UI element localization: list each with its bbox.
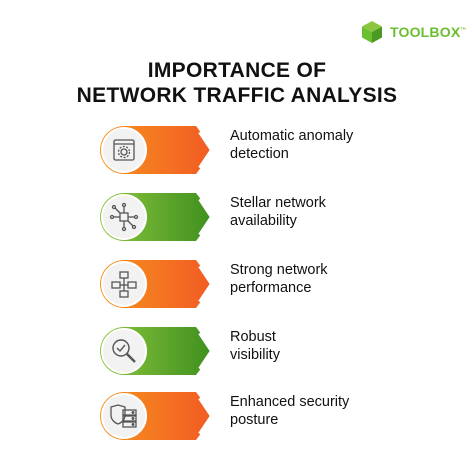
benefit-item: Strong network performance xyxy=(96,256,436,312)
arrow-badge xyxy=(100,260,214,308)
benefit-label: Automatic anomaly detection xyxy=(230,128,354,162)
benefit-item: Enhanced security posture xyxy=(96,388,436,444)
title-line-1: IMPORTANCE OF xyxy=(147,59,327,82)
arrow-badge xyxy=(100,193,214,241)
arrow-badge xyxy=(100,392,214,440)
page-title: IMPORTANCE OF NETWORK TRAFFIC ANALYSIS xyxy=(0,58,474,108)
toolbox-logo: TOOLBOX™ xyxy=(360,20,467,44)
benefit-label: Robust visibility xyxy=(230,329,280,363)
network-chip-icon xyxy=(109,202,139,232)
benefit-label: Strong network performance xyxy=(230,262,328,296)
benefit-item: Stellar network availability xyxy=(96,189,436,245)
shield-server-icon xyxy=(110,404,137,428)
benefit-label: Stellar network availability xyxy=(230,195,326,229)
brand-name: TOOLBOX™ xyxy=(390,24,467,40)
gear-window-icon xyxy=(113,139,135,161)
cube-icon xyxy=(362,21,382,43)
benefit-label: Enhanced security posture xyxy=(230,394,350,428)
flowchart-icon xyxy=(111,271,137,298)
arrow-badge xyxy=(100,126,214,174)
title-line-2: NETWORK TRAFFIC ANALYSIS xyxy=(76,84,398,107)
benefit-item: Robust visibility xyxy=(96,323,436,379)
magnifier-check-icon xyxy=(112,339,136,363)
arrow-badge xyxy=(100,327,214,375)
benefit-item: Automatic anomaly detection xyxy=(96,122,436,178)
